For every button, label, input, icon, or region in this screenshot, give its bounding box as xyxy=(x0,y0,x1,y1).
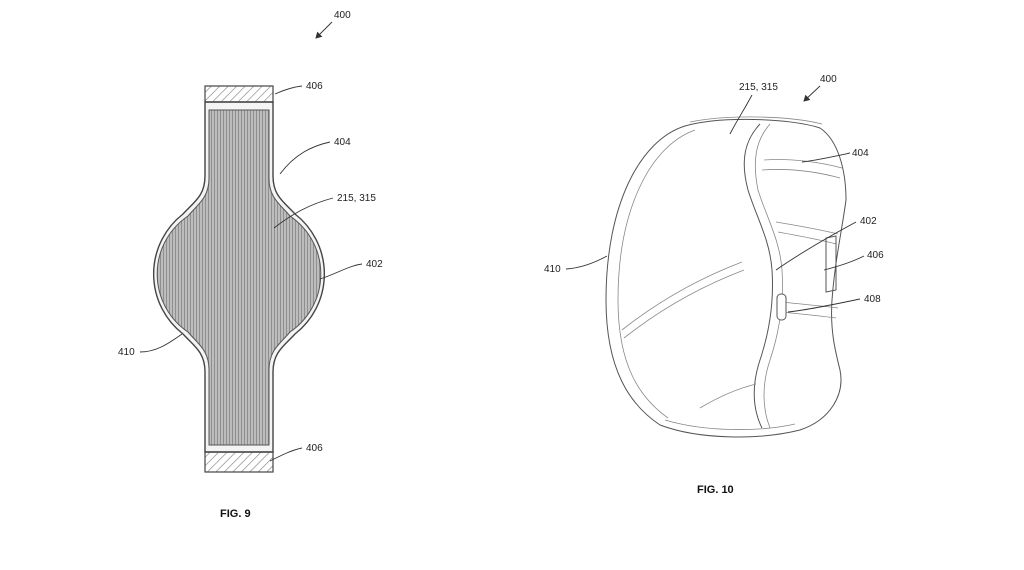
fig10-leader-404 xyxy=(801,152,851,163)
band-sheen-2 xyxy=(623,269,745,339)
button-408 xyxy=(776,293,787,321)
fig9-leader-406-bottom xyxy=(269,447,303,462)
fig9-ref-400-arrow xyxy=(315,21,333,39)
end-cap-bottom xyxy=(204,451,274,473)
lower-strap-2 xyxy=(781,311,837,319)
fig9-ref-406-bottom: 406 xyxy=(306,443,323,454)
fig9-caption: FIG. 9 xyxy=(220,508,251,520)
fig10-leader-215-315 xyxy=(729,94,753,135)
fig10-leader-406 xyxy=(823,255,865,271)
band-bottom-edge xyxy=(664,419,796,430)
band-inner-loop-2 xyxy=(754,123,783,429)
fig10-ref-406: 406 xyxy=(867,250,884,261)
fig10-ref-402: 402 xyxy=(860,216,877,227)
display-region xyxy=(156,109,322,446)
fig10-ref-404: 404 xyxy=(852,148,869,159)
fig9-ref-404: 404 xyxy=(334,137,351,148)
fig10-ref-400-arrow xyxy=(803,85,821,102)
fig9-ref-402: 402 xyxy=(366,259,383,270)
band-top-edge xyxy=(689,116,823,125)
fig10-leader-410 xyxy=(565,255,608,270)
figure-9: 400 406 404 215, 315 402 410 406 FIG. 9 xyxy=(118,10,383,520)
inner-strap-upper xyxy=(763,159,843,169)
fig9-ref-215-315: 215, 315 xyxy=(337,193,376,204)
figure-10: 400 215, 315 404 402 406 410 408 FIG. 10 xyxy=(544,74,884,496)
end-cap-top xyxy=(204,85,274,103)
fig10-caption: FIG. 10 xyxy=(697,484,734,496)
fig9-leader-215-315 xyxy=(273,197,334,229)
fig10-ref-408: 408 xyxy=(864,294,881,305)
inner-strap-lower xyxy=(775,221,839,235)
band-outer-inner-edge xyxy=(617,129,696,419)
fig9-ref-400: 400 xyxy=(334,10,351,21)
fig10-ref-215-315: 215, 315 xyxy=(739,82,778,93)
inner-strap-lower-2 xyxy=(777,231,837,245)
band-inner-loop xyxy=(743,123,773,429)
fig10-ref-410: 410 xyxy=(544,264,561,275)
fig9-leader-406-top xyxy=(274,85,303,95)
fig9-leader-402 xyxy=(319,263,363,280)
inner-strap-upper-2 xyxy=(761,169,841,179)
band-outer xyxy=(605,118,847,438)
fig10-leader-402 xyxy=(775,221,857,271)
band-sheen-3 xyxy=(699,383,757,409)
fig10-leader-408 xyxy=(787,298,861,313)
fig9-leader-410 xyxy=(139,333,183,353)
fig9-leader-404 xyxy=(279,141,331,175)
fig10-ref-400: 400 xyxy=(820,74,837,85)
band-sheen-1 xyxy=(621,261,743,331)
fig9-ref-406-top: 406 xyxy=(306,81,323,92)
fig9-ref-410: 410 xyxy=(118,347,135,358)
lower-strap xyxy=(781,301,839,309)
connector-406 xyxy=(825,235,837,293)
